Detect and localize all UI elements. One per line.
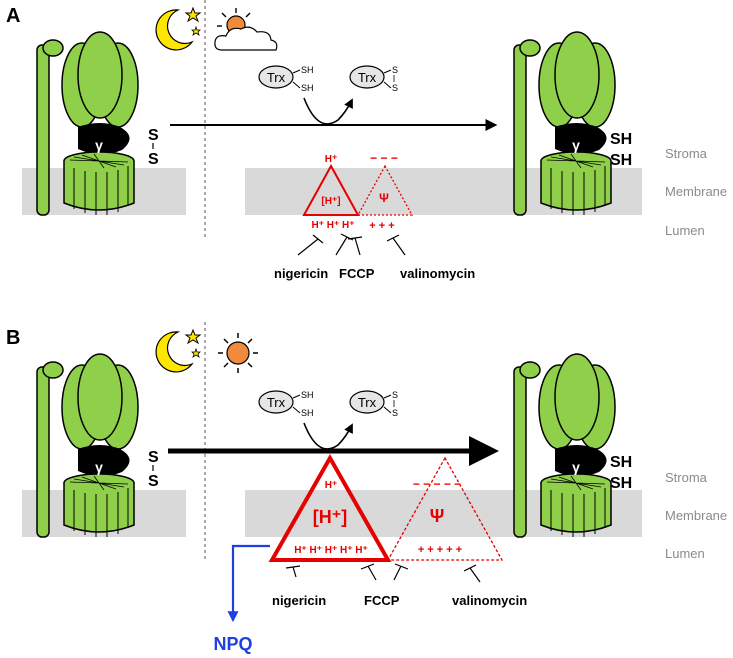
layer-stroma: Stroma	[665, 146, 708, 161]
proton-gradient-triangle	[268, 453, 392, 562]
thiol-sh1: SH	[610, 454, 632, 471]
negative-charges: − − −	[370, 151, 398, 165]
trx-s2: S	[392, 408, 398, 418]
trx-label: Trx	[358, 395, 377, 410]
trx-label: Trx	[267, 70, 286, 85]
disulfide-s1: S	[148, 449, 159, 466]
trx-s1: S	[392, 65, 398, 75]
layer-lumen: Lumen	[665, 223, 705, 238]
trx-sh2: SH	[301, 408, 314, 418]
inhibitor-valinomycin: valinomycin	[452, 593, 527, 608]
panel-b: B γ S S	[6, 322, 727, 654]
positive-charges: + + + + +	[418, 544, 462, 556]
disulfide-s2: S	[148, 151, 159, 168]
disulfide-s1: S	[148, 127, 159, 144]
disulfide-s2: S	[148, 473, 159, 490]
proton-top-label: H⁺	[325, 480, 338, 491]
trx-label: Trx	[267, 395, 286, 410]
npq-label: NPQ	[213, 634, 252, 654]
moon-stars-icon	[155, 328, 202, 373]
proton-concentration-label: [H⁺]	[313, 507, 348, 527]
trx-sh2: SH	[301, 83, 314, 93]
trx-s1: S	[392, 390, 398, 400]
trx-sh1: SH	[301, 65, 314, 75]
panel-a-letter: A	[6, 5, 20, 27]
membrane-potential-triangle	[356, 164, 414, 216]
gamma-label: γ	[95, 137, 103, 153]
layer-membrane: Membrane	[665, 184, 727, 199]
thiol-sh2: SH	[610, 475, 632, 492]
lumen-protons: H⁺ H⁺ H⁺	[311, 220, 354, 231]
inhibitor-nigericin: nigericin	[272, 593, 326, 608]
thiol-sh2: SH	[610, 152, 632, 169]
psi-label: Ψ	[379, 191, 389, 205]
layer-lumen: Lumen	[665, 546, 705, 561]
sun-cloud-icon	[214, 8, 278, 51]
npq-arrow	[227, 544, 270, 623]
moon-stars-icon	[155, 6, 202, 51]
trx-sh1: SH	[301, 390, 314, 400]
inhibition-marks	[285, 563, 481, 583]
inhibitor-valinomycin: valinomycin	[400, 266, 475, 281]
proton-gradient-triangle	[302, 163, 360, 216]
sun-icon	[218, 333, 258, 373]
negative-charges: − − − − −	[413, 477, 461, 491]
gamma-label: γ	[95, 459, 103, 475]
inhibitor-fccp: FCCP	[339, 266, 375, 281]
layer-membrane: Membrane	[665, 508, 727, 523]
panel-b-letter: B	[6, 327, 20, 349]
inhibitor-nigericin: nigericin	[274, 266, 328, 281]
inhibitor-fccp: FCCP	[364, 593, 400, 608]
thiol-sh1: SH	[610, 131, 632, 148]
trx-oxidation-arrow	[303, 422, 353, 450]
psi-label: Ψ	[430, 506, 445, 526]
gamma-label: γ	[572, 137, 580, 153]
proton-concentration-label: [H⁺]	[321, 196, 340, 207]
trx-oxidation-arrow	[303, 97, 353, 125]
positive-charges: + + +	[369, 220, 394, 232]
trx-label: Trx	[358, 70, 377, 85]
proton-top-label: H⁺	[325, 154, 338, 165]
layer-stroma: Stroma	[665, 470, 708, 485]
lumen-protons: H⁺ H⁺ H⁺ H⁺ H⁺	[294, 545, 368, 556]
gamma-label: γ	[572, 459, 580, 475]
panel-a: A γ S S γ	[6, 0, 727, 281]
trx-s2: S	[392, 83, 398, 93]
inhibition-marks	[297, 233, 406, 256]
